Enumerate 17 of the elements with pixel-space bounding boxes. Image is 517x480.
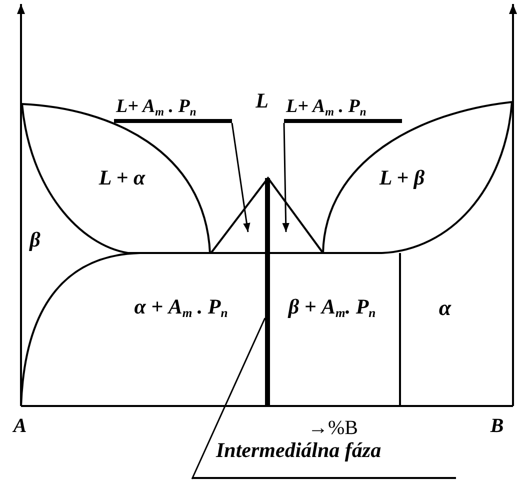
triangle-region [211, 178, 323, 253]
axis-label: B [490, 416, 504, 436]
arrow [282, 122, 290, 232]
phase-label: L + α [98, 168, 146, 188]
phase-label: β + A$_{m}$. P$_{n}$ [288, 296, 376, 320]
phase-label: L [256, 90, 268, 112]
axis-label: →%B [308, 418, 358, 438]
axis-label: A [13, 416, 27, 436]
callout-label: Intermediálna fáza [192, 440, 456, 479]
phase-label: β [30, 230, 40, 250]
callout-label: L+ A$_{m}$ . P$_{n}$ [284, 97, 402, 123]
phase-label: α + A$_{m}$ . P$_{n}$ [134, 296, 228, 320]
phase-label: L + β [379, 168, 425, 188]
leader-line [191, 318, 266, 480]
phase-label: α [438, 297, 452, 319]
arrow [231, 122, 250, 232]
callout-label: L+ A$_{m}$ . P$_{n}$ [114, 97, 232, 123]
